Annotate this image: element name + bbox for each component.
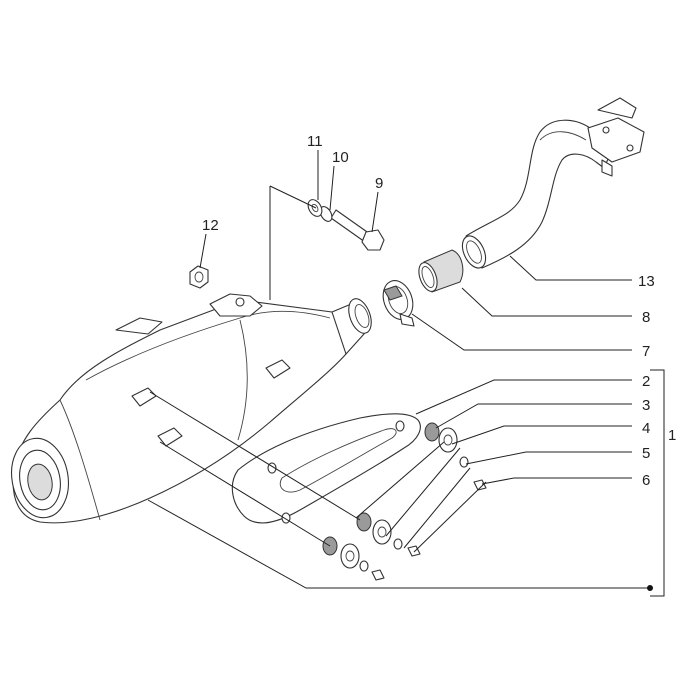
callout-12: 12 <box>202 217 219 234</box>
muffler-end-cap <box>11 437 69 519</box>
callout-2: 2 <box>642 373 650 390</box>
callout-11: 11 <box>307 133 323 150</box>
callout-1: 1 <box>668 427 676 444</box>
lower-damper-stack-a <box>356 512 421 557</box>
callout-8: 8 <box>642 309 650 326</box>
callout-13: 13 <box>638 273 655 290</box>
exhaust-header-pipe <box>461 97 645 269</box>
callout-4: 4 <box>642 420 650 437</box>
callout-10: 10 <box>332 149 349 166</box>
pipe-clamp <box>382 280 415 327</box>
callout-9: 9 <box>375 175 383 192</box>
leader-lines <box>147 150 665 597</box>
upper-damper-stack <box>424 422 487 491</box>
gasket-sleeve <box>418 249 464 293</box>
callout-7: 7 <box>642 343 650 360</box>
callout-6: 6 <box>642 472 650 489</box>
callout-3: 3 <box>642 397 650 414</box>
muffler-body <box>12 293 372 524</box>
leader-dot <box>647 585 653 591</box>
lower-damper-stack-b <box>322 536 385 581</box>
callout-labels: 1 2 3 4 5 6 7 8 9 10 11 12 13 <box>202 133 676 489</box>
nut <box>189 265 209 289</box>
callout-5: 5 <box>642 445 650 462</box>
mounting-bolt-set <box>307 199 385 251</box>
heat-shield <box>231 413 421 524</box>
